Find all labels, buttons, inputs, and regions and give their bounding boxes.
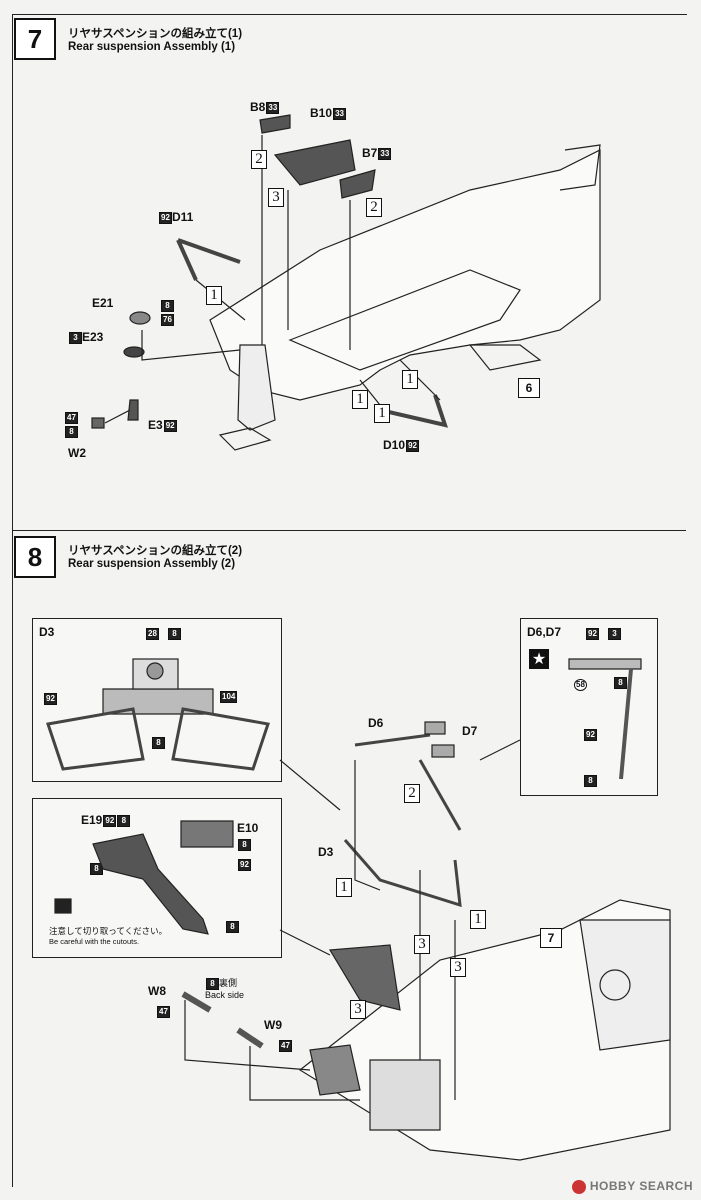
- part-d7: D7: [462, 724, 478, 738]
- badge: 3: [608, 628, 621, 640]
- part-e21: E21: [92, 296, 114, 310]
- step-7-number-marker: 1: [352, 390, 368, 409]
- part-d3: D3: [318, 845, 334, 859]
- badge: 92: [584, 729, 597, 741]
- inset-d3: D3 28 8 104 92 8: [32, 618, 282, 782]
- part-e10: E10: [237, 821, 259, 835]
- page-frame: [12, 14, 687, 1187]
- inset-d6d7-label: D6,D7: [527, 625, 562, 639]
- step-divider: [12, 530, 686, 531]
- step-8-number-marker: 1: [470, 910, 486, 929]
- step-8-number: 8: [14, 536, 56, 578]
- step-8-number-marker: 3: [350, 1000, 366, 1019]
- step-8-number-marker: 2: [404, 784, 420, 803]
- step-7-number-marker: 2: [366, 198, 382, 217]
- badge: 8: [584, 775, 597, 787]
- step-7-number-marker: 1: [374, 404, 390, 423]
- badge: 58: [574, 679, 587, 691]
- step-7-ref-6: 6: [518, 378, 540, 398]
- part-w9: W9: [264, 1018, 282, 1032]
- badge: 8: [168, 628, 181, 640]
- badge: 92: [586, 628, 599, 640]
- badge: 47: [279, 1040, 292, 1052]
- badge: 8: [226, 921, 239, 933]
- part-w2: W2: [68, 446, 86, 460]
- badge: 104: [220, 691, 238, 703]
- badge: 92: [238, 859, 251, 871]
- caution-text-en: Be careful with the cutouts.: [49, 937, 140, 946]
- step-7-number-marker: 3: [268, 188, 284, 207]
- step-8-ref-7: 7: [540, 928, 562, 948]
- step-8-title-en: Rear suspension Assembly (2): [68, 558, 236, 570]
- badge: 8: [614, 677, 627, 689]
- hobbysearch-logo-icon: [571, 1180, 586, 1194]
- badge: 8: [152, 737, 165, 749]
- step-8-number-marker: 3: [450, 958, 466, 977]
- badge: 8: [90, 863, 103, 875]
- step-7-title-jp: リヤサスペンションの組み立て(1): [68, 28, 243, 40]
- step-8-number-marker: 3: [414, 935, 430, 954]
- step-7-number: 7: [14, 18, 56, 60]
- caution-text-jp: 注意して切り取ってください。: [49, 926, 168, 936]
- badge: 8: [238, 839, 251, 851]
- step-7-number-marker: 1: [402, 370, 418, 389]
- star-icon: ★: [529, 649, 549, 669]
- badge: 28: [146, 628, 159, 640]
- badge: 47: [157, 1006, 170, 1018]
- step-7-number-marker: 1: [206, 286, 222, 305]
- part-w8: W8: [148, 984, 166, 998]
- part-d6: D6: [368, 716, 384, 730]
- step-8-title-jp: リヤサスペンションの組み立て(2): [68, 545, 243, 557]
- step-7-title-en: Rear suspension Assembly (1): [68, 41, 236, 53]
- step-8-number-marker: 1: [336, 878, 352, 897]
- badge: 92: [44, 693, 57, 705]
- watermark: HOBBY SEARCH: [571, 1179, 693, 1194]
- inset-d3-label: D3: [39, 625, 55, 639]
- step-7-number-marker: 2: [251, 150, 267, 169]
- inset-d6-d7: D6,D7 92 3 ★ 58 8 92 8: [520, 618, 658, 796]
